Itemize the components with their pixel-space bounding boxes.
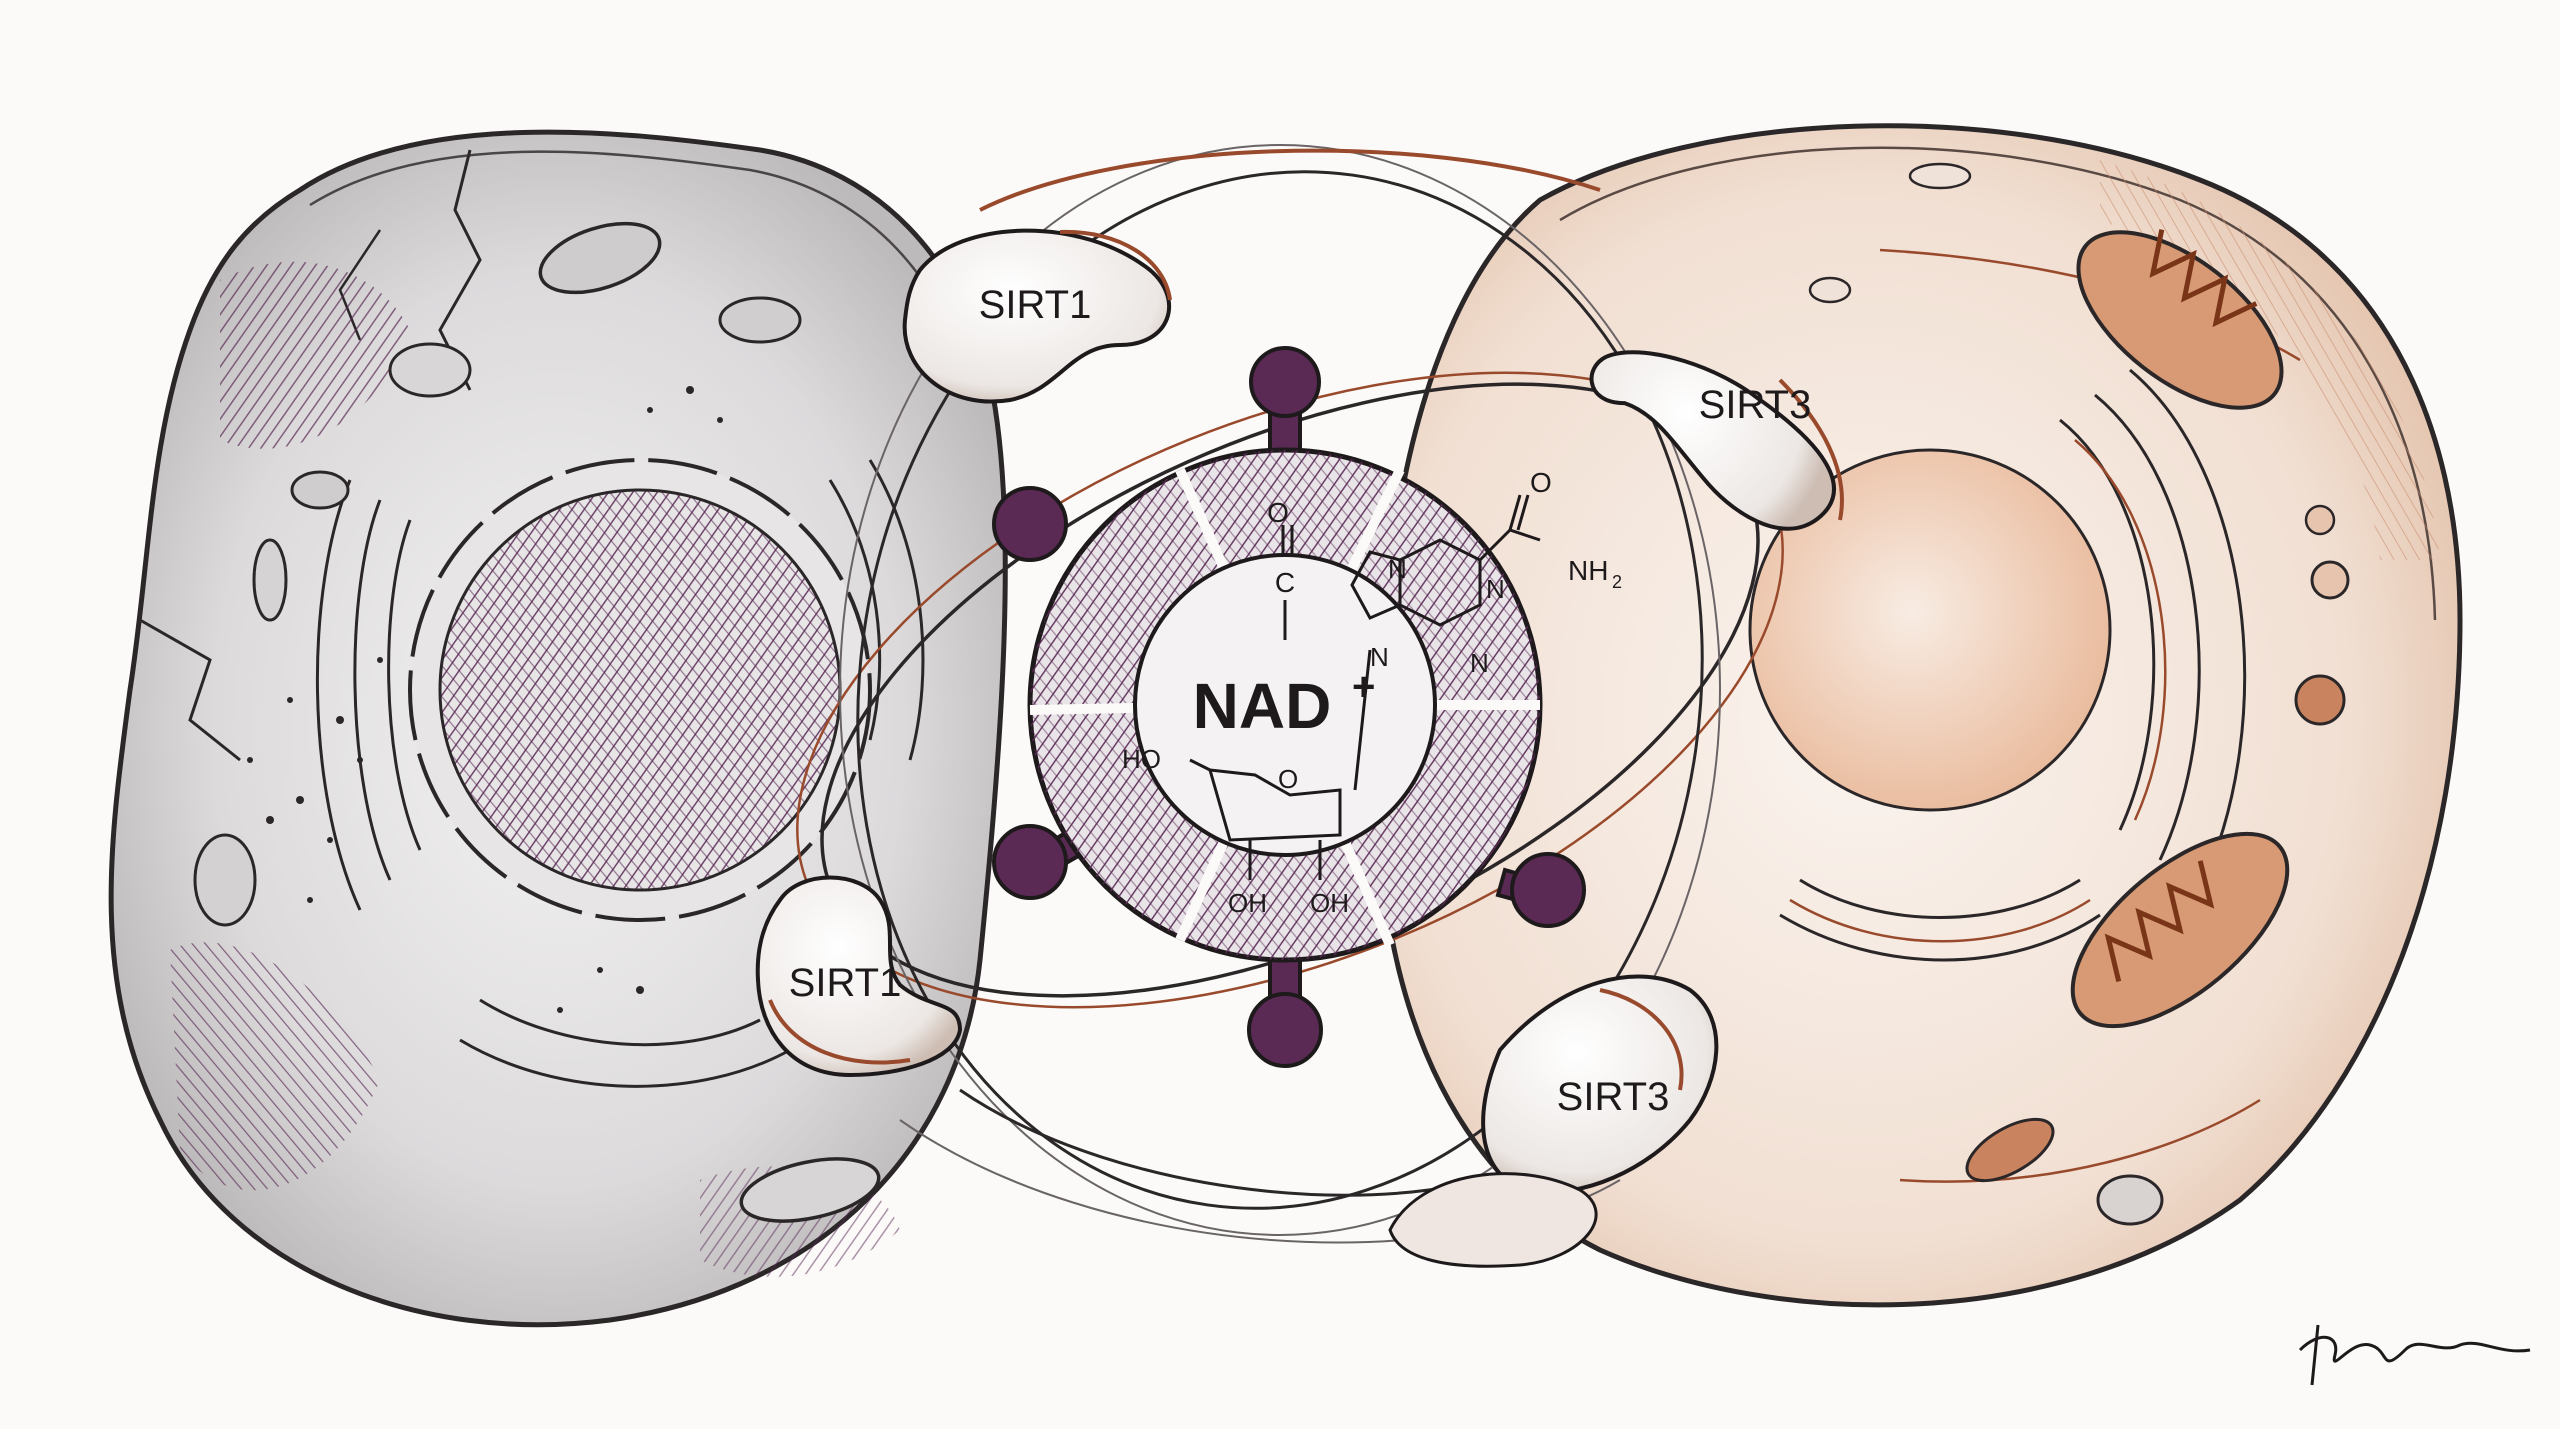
- chem-n2: N: [1486, 574, 1505, 604]
- chem-n3: N: [1470, 648, 1489, 678]
- chem-c: C: [1275, 567, 1295, 598]
- enzyme-sirt1-bottom: [755, 875, 963, 1078]
- chem-o-carbonyl: O: [1530, 467, 1552, 498]
- chem-o-ring: O: [1278, 764, 1298, 794]
- chem-n4: N: [1370, 642, 1389, 672]
- enzyme-sirt1-top: [902, 228, 1172, 404]
- aged-cell: [108, 129, 1008, 1328]
- sirt3-label-top: SIRT3: [1699, 383, 1812, 427]
- nad-charge: +: [1352, 665, 1375, 709]
- enzyme-sirt3-top: [1589, 350, 1844, 531]
- sirt3-label-bottom: SIRT3: [1557, 1075, 1670, 1119]
- sirt1-label-top: SIRT1: [979, 283, 1092, 327]
- chem-oh-1: OH: [1228, 888, 1267, 918]
- chem-oh-2: OH: [1310, 888, 1349, 918]
- chem-o-top: O: [1267, 497, 1289, 528]
- chem-nh: NH: [1568, 555, 1608, 586]
- mitochondrion-upper: [2076, 229, 2284, 410]
- mitochondrion-lower: [2070, 831, 2290, 1029]
- artist-signature: [2298, 1324, 2531, 1386]
- nad-label: NAD: [1193, 670, 1332, 742]
- enzyme-sirt3-bottom: [1388, 974, 1719, 1268]
- chem-ho: HO: [1122, 744, 1161, 774]
- nad-molecule: [992, 346, 1586, 1068]
- sirt1-label-bottom: SIRT1: [789, 961, 902, 1005]
- chem-subscript-2: 2: [1612, 572, 1622, 592]
- chem-n1: N: [1388, 554, 1407, 584]
